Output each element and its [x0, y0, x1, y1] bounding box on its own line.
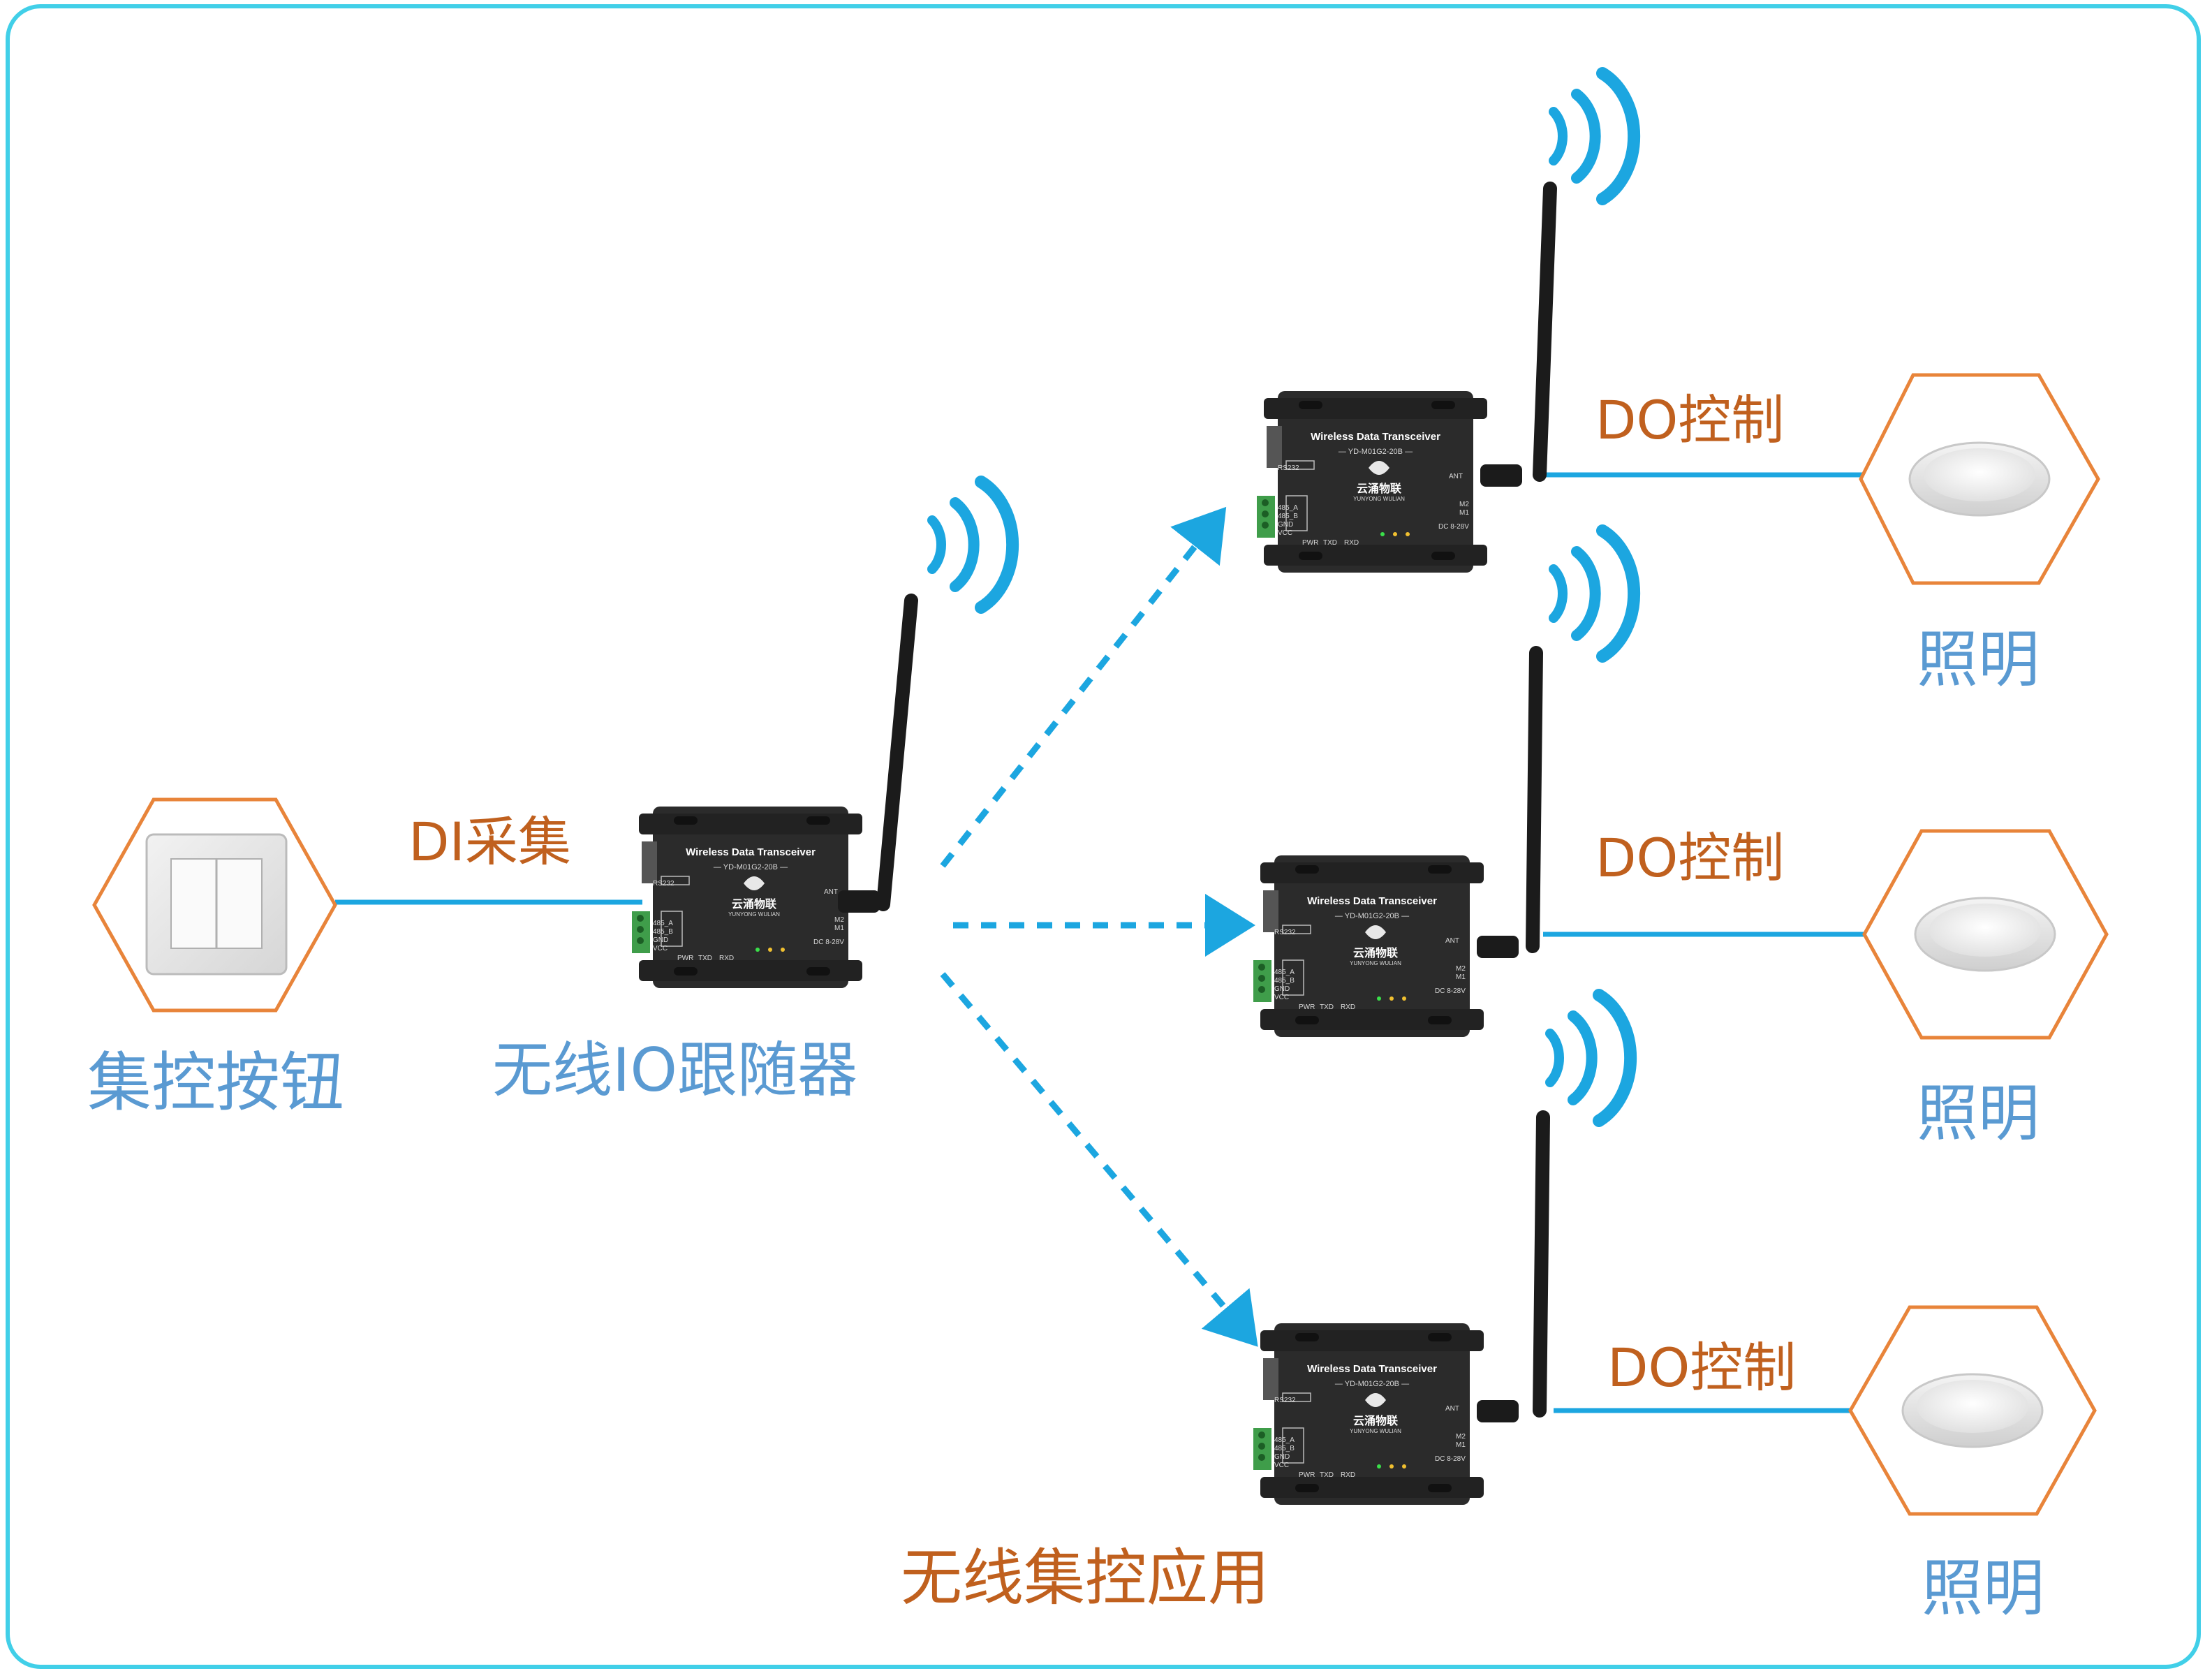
lamp-icon: [1908, 441, 2051, 517]
label-central-button: 集控按钮: [87, 1045, 344, 1120]
device-title: Wireless Data Transceiver: [1307, 895, 1437, 907]
dc-label: DC 8-28V: [1435, 1455, 1466, 1463]
pwr-label: PWR: [1299, 1003, 1315, 1011]
m1-label: M1: [1456, 973, 1466, 981]
m1-label: M1: [834, 925, 844, 932]
label-di-collect: DI采集: [408, 811, 571, 873]
vcc-label: VCC: [653, 945, 668, 952]
device-brand: 云涌物联: [1353, 1414, 1398, 1427]
device-brand: 云涌物联: [1357, 482, 1401, 495]
label-lighting-2: 照明: [1917, 1077, 2040, 1149]
lamp-node-2: [1862, 829, 2109, 1040]
wireless-signal-icon: [927, 476, 1019, 614]
rs232-label: RS232: [1274, 1397, 1296, 1404]
label-do-control-2: DO控制: [1595, 827, 1784, 889]
ant-label: ANT: [1445, 937, 1459, 945]
gnd-label: GND: [653, 936, 668, 944]
txd-label: TXD: [1320, 1471, 1334, 1479]
vcc-label: VCC: [1274, 994, 1289, 1001]
wireless-signal-icon: [1545, 989, 1637, 1127]
label-do-control-3: DO控制: [1607, 1337, 1796, 1399]
gnd-label: GND: [1274, 1453, 1290, 1461]
output-device-1: [1256, 182, 1557, 573]
device-brand: 云涌物联: [732, 897, 776, 911]
label-lighting-3: 照明: [1922, 1552, 2044, 1624]
device-model: — YD-M01G2-20B —: [1339, 448, 1413, 456]
m2-label: M2: [1459, 501, 1469, 508]
antenna-icon: [876, 594, 918, 911]
port-485a-label: 485_A: [1274, 1436, 1295, 1444]
rs232-label: RS232: [1274, 929, 1296, 936]
ant-label: ANT: [1449, 473, 1463, 480]
txd-label: TXD: [1323, 539, 1337, 547]
rxd-label: RXD: [1341, 1003, 1355, 1011]
pwr-label: PWR: [677, 955, 693, 962]
port-485b-label: 485_B: [653, 928, 673, 936]
port-485b-label: 485_B: [1274, 977, 1295, 985]
lamp-icon: [1901, 1373, 2044, 1448]
antenna-icon: [1526, 646, 1543, 953]
antenna-icon: [1533, 1110, 1550, 1418]
label-lighting-1: 照明: [1917, 624, 2040, 696]
pwr-label: PWR: [1302, 539, 1318, 547]
gnd-label: GND: [1278, 521, 1293, 529]
diagram-frame: [6, 4, 2201, 1669]
port-485a-label: 485_A: [1274, 969, 1295, 976]
output-device-3: [1253, 1110, 1550, 1506]
lamp-node-1: [1859, 373, 2100, 585]
central-switch-node: [92, 797, 337, 1013]
rxd-label: RXD: [1344, 539, 1359, 547]
switch-icon: [145, 833, 288, 976]
device-title: Wireless Data Transceiver: [1311, 431, 1440, 443]
rxd-label: RXD: [719, 955, 734, 962]
device-model: — YD-M01G2-20B —: [1335, 912, 1409, 920]
antenna-icon: [1533, 182, 1557, 482]
port-485a-label: 485_A: [1278, 504, 1298, 512]
wireless-arrow-1: [940, 506, 1227, 868]
ant-label: ANT: [1445, 1405, 1459, 1413]
m2-label: M2: [834, 916, 844, 924]
device-model: — YD-M01G2-20B —: [714, 863, 788, 871]
device-brand-pinyin: YUNYONG WULIAN: [1350, 960, 1401, 966]
device-brand-pinyin: YUNYONG WULIAN: [728, 911, 780, 918]
device-brand: 云涌物联: [1353, 946, 1398, 959]
vcc-label: VCC: [1274, 1462, 1289, 1469]
m1-label: M1: [1456, 1441, 1466, 1449]
device-title: Wireless Data Transceiver: [1307, 1363, 1437, 1375]
dc-label: DC 8-28V: [1435, 987, 1466, 995]
pwr-label: PWR: [1299, 1471, 1315, 1479]
device-title: Wireless Data Transceiver: [686, 846, 816, 858]
vcc-label: VCC: [1278, 529, 1292, 537]
ant-label: ANT: [824, 888, 838, 896]
follower-device: [631, 594, 918, 989]
m2-label: M2: [1456, 965, 1466, 973]
wireless-arrow-3: [940, 972, 1258, 1347]
wireless-signal-icon: [1549, 67, 1641, 205]
lamp-node-3: [1848, 1305, 2097, 1516]
device-brand-pinyin: YUNYONG WULIAN: [1350, 1428, 1401, 1434]
gnd-label: GND: [1274, 985, 1290, 993]
dc-label: DC 8-28V: [813, 939, 844, 946]
lamp-icon: [1914, 897, 2056, 972]
label-follower: 无线IO跟随器: [492, 1036, 857, 1105]
dc-label: DC 8-28V: [1438, 523, 1469, 531]
txd-label: TXD: [1320, 1003, 1334, 1011]
label-do-control-1: DO控制: [1595, 389, 1784, 451]
wireless-signal-icon: [1549, 524, 1641, 663]
port-485a-label: 485_A: [653, 920, 673, 927]
device-model: — YD-M01G2-20B —: [1335, 1380, 1409, 1388]
rs232-label: RS232: [1278, 464, 1299, 472]
rxd-label: RXD: [1341, 1471, 1355, 1479]
txd-label: TXD: [698, 955, 712, 962]
rs232-label: RS232: [653, 880, 674, 888]
m2-label: M2: [1456, 1433, 1466, 1441]
port-485b-label: 485_B: [1278, 513, 1298, 520]
output-device-2: [1253, 646, 1543, 1038]
m1-label: M1: [1459, 509, 1469, 517]
device-brand-pinyin: YUNYONG WULIAN: [1353, 496, 1405, 502]
label-application: 无线集控应用: [901, 1542, 1269, 1614]
port-485b-label: 485_B: [1274, 1445, 1295, 1452]
